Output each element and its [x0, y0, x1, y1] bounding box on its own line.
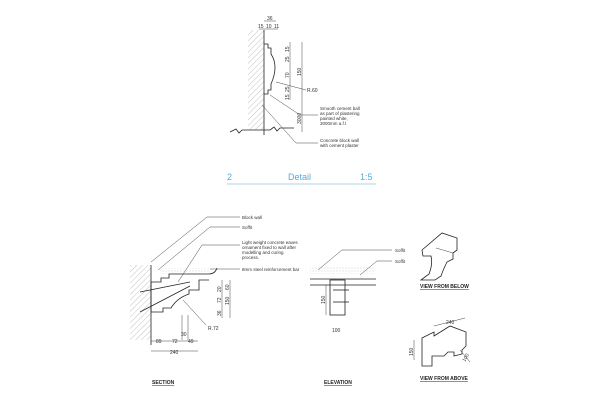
block-wall-hatch: [248, 30, 264, 130]
dim-150: 150: [297, 67, 303, 76]
cement-ball-profile: [264, 43, 276, 95]
dim-3000: 3000: [297, 113, 303, 124]
radius-label: R.60: [307, 88, 318, 94]
dim-v-25a: 25: [285, 56, 291, 62]
dim-11: 11: [274, 24, 279, 30]
dim-v-15b: 15: [285, 94, 291, 100]
note-eaves-3: modelling and curing: [242, 250, 284, 255]
elev-note-soffit-2: Soffit: [395, 259, 406, 264]
dim-v-70: 70: [285, 72, 291, 78]
note-eaves-4: process.: [242, 255, 259, 260]
elev-note-soffit-1: Soffit: [395, 248, 406, 253]
elev-dim-150: 150: [321, 295, 327, 304]
iso-views: VIEW FROM BELOW 240 150 100 VIEW FROM AB…: [409, 232, 471, 382]
view-from-above-label: VIEW FROM ABOVE: [420, 376, 469, 382]
dim-240: 240: [170, 350, 179, 356]
dim-72h: 72: [172, 339, 178, 345]
note-eaves-2: ornament fixed to wall after: [242, 245, 297, 250]
dim-v-25b: 25: [285, 86, 291, 92]
elevation-label: ELEVATION: [324, 380, 352, 386]
dim-30: 30: [181, 332, 187, 338]
dim-60: 60: [225, 284, 231, 290]
dim-v-15a: 15: [285, 46, 291, 52]
section-drawing: Block wall Soffit Light weight concrete …: [130, 215, 300, 386]
note-ball-1: Smooth cement ball: [320, 106, 360, 111]
elevation-drawing: Soffit Soffit 150 100 ELEVATION: [310, 248, 406, 386]
dim-36: 36: [217, 310, 223, 316]
detail-scale: 1:5: [360, 172, 373, 182]
elev-dim-100: 100: [332, 328, 341, 334]
note-wall-1: Concrete block wall: [320, 138, 359, 143]
radius-72: R.72: [208, 326, 219, 332]
note-block-wall: Block wall: [242, 215, 262, 220]
detail-number: 2: [227, 172, 232, 182]
dim-15: 15: [258, 24, 264, 30]
note-eaves-1: Light weight concrete eaves: [242, 240, 299, 245]
dim-36: 36: [267, 16, 273, 22]
iso-dim-100: 100: [462, 353, 471, 363]
dim-72: 72: [217, 297, 223, 303]
note-wall-2: with cement plaster: [320, 143, 359, 148]
dim-10: 10: [266, 24, 272, 30]
note-ball-4: 3000mm a.f.l: [320, 121, 346, 126]
view-from-below-label: VIEW FROM BELOW: [420, 284, 469, 290]
detail-title: Detail: [288, 172, 311, 182]
note-ball-2: as part of plastering: [320, 111, 360, 116]
dim-20: 20: [217, 286, 223, 292]
dim-49: 49: [188, 339, 194, 345]
dim-89: 89: [156, 339, 162, 345]
note-steel-bar: 8mm steel reinforcement bar: [242, 267, 300, 272]
note-ball-3: painted white,: [320, 116, 348, 121]
section-label: SECTION: [152, 380, 175, 386]
iso-dim-150: 150: [409, 347, 415, 356]
iso-dim-240: 240: [446, 320, 455, 326]
dim-150: 150: [225, 296, 231, 305]
note-soffit: Soffit: [242, 225, 253, 230]
detail-drawing: 36 15 10 11 15 25 70 25 15 150 3000 R.60…: [227, 16, 376, 185]
